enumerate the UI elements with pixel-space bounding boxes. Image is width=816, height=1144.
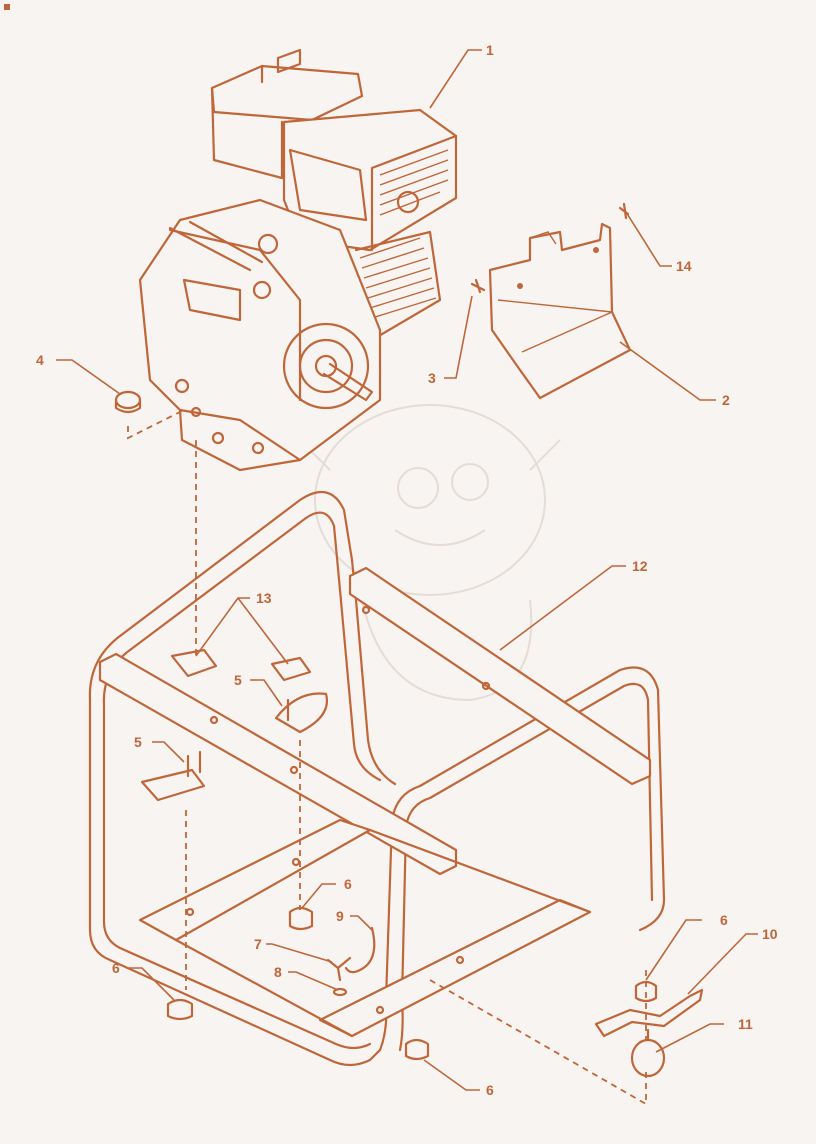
callout-6d: 6 bbox=[720, 912, 728, 928]
callout-3: 3 bbox=[428, 370, 436, 386]
callout-11: 11 bbox=[738, 1016, 753, 1032]
callout-6a: 6 bbox=[344, 876, 352, 892]
callout-14: 14 bbox=[676, 258, 692, 274]
watermark-mascot bbox=[299, 404, 561, 702]
leader-lines bbox=[56, 49, 758, 1091]
nut-6-group bbox=[166, 906, 658, 1061]
callout-7: 7 bbox=[254, 936, 262, 952]
callout-4: 4 bbox=[36, 352, 44, 368]
wing-nut-7 bbox=[326, 956, 352, 982]
screw-14 bbox=[618, 202, 630, 220]
callout-2: 2 bbox=[722, 392, 730, 408]
rubber-mount-11 bbox=[630, 1028, 666, 1078]
nut-4 bbox=[114, 390, 142, 414]
corner-mark bbox=[4, 4, 10, 10]
callout-5b: 5 bbox=[134, 734, 142, 750]
assembly-lines bbox=[127, 409, 647, 1106]
foot-bracket-10 bbox=[594, 988, 704, 1038]
washer-8 bbox=[332, 987, 348, 997]
heat-shield-guard bbox=[488, 222, 632, 400]
callout-9: 9 bbox=[336, 908, 344, 924]
callout-6b: 6 bbox=[112, 960, 120, 976]
mount-brackets bbox=[140, 648, 329, 802]
callout-labels: 1 2 3 4 5 5 6 6 6 6 7 8 9 10 11 12 13 14 bbox=[36, 42, 778, 1098]
callout-12: 12 bbox=[632, 558, 648, 574]
callout-5a: 5 bbox=[234, 672, 242, 688]
callout-13: 13 bbox=[256, 590, 272, 606]
ground-wire-9 bbox=[344, 926, 376, 974]
callout-8: 8 bbox=[274, 964, 282, 980]
engine-assembly bbox=[138, 48, 458, 472]
callout-1: 1 bbox=[486, 42, 494, 58]
screw-3 bbox=[470, 278, 486, 294]
callout-10: 10 bbox=[762, 926, 778, 942]
tubular-frame bbox=[88, 490, 666, 1067]
callout-6c: 6 bbox=[486, 1082, 494, 1098]
